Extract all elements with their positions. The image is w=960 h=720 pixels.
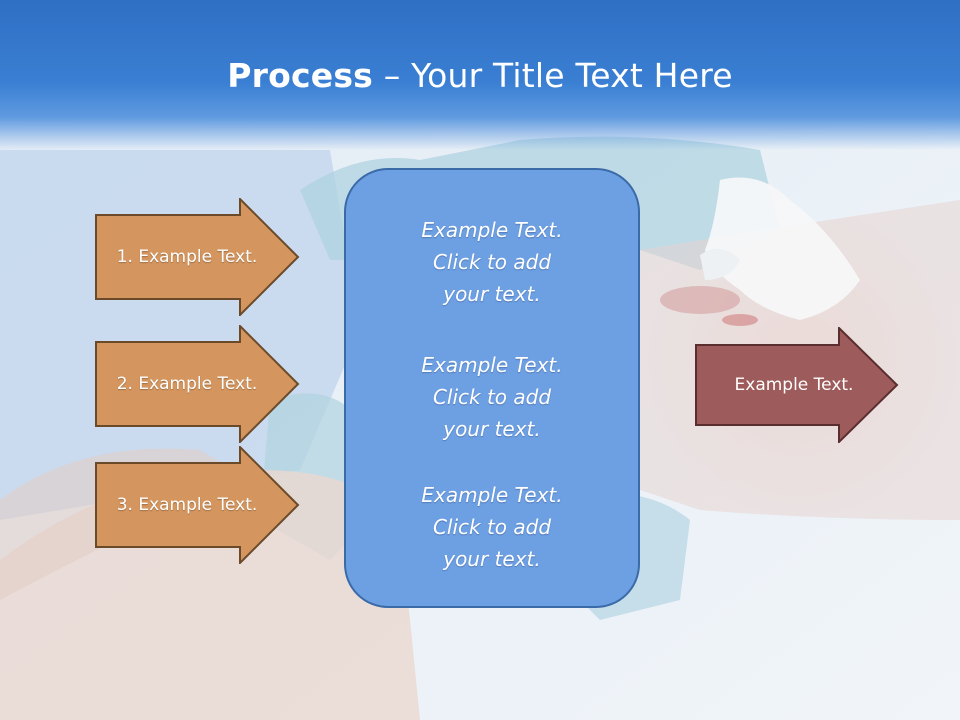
process-arrow-label: 3. Example Text. [116,495,258,515]
process-arrow-2[interactable]: 2. Example Text. [95,325,301,443]
title-bold-text: Process [227,56,374,95]
slide-title[interactable]: Process – Your Title Text Here [0,54,960,98]
arrow-shape [95,198,300,316]
header-band [0,0,960,150]
process-arrow-3[interactable]: 3. Example Text. [95,446,301,564]
result-arrow[interactable]: Example Text. [695,327,900,443]
process-arrow-1[interactable]: 1. Example Text. [95,198,301,316]
arrow-shape [95,446,300,564]
title-rest-text: – Your Title Text Here [373,56,733,95]
center-text-item-3[interactable]: Example Text. Click to add your text. [421,483,563,571]
center-text-item-2[interactable]: Example Text. Click to add your text. [421,353,563,441]
arrow-shape [695,327,899,443]
process-arrow-label: 2. Example Text. [116,374,258,394]
center-text-box[interactable]: Example Text. Click to add your text. Ex… [344,168,640,608]
result-arrow-label: Example Text. [734,375,854,395]
arrow-shape [95,325,300,443]
center-text-item-1[interactable]: Example Text. Click to add your text. [421,218,563,306]
process-arrow-label: 1. Example Text. [116,247,258,267]
